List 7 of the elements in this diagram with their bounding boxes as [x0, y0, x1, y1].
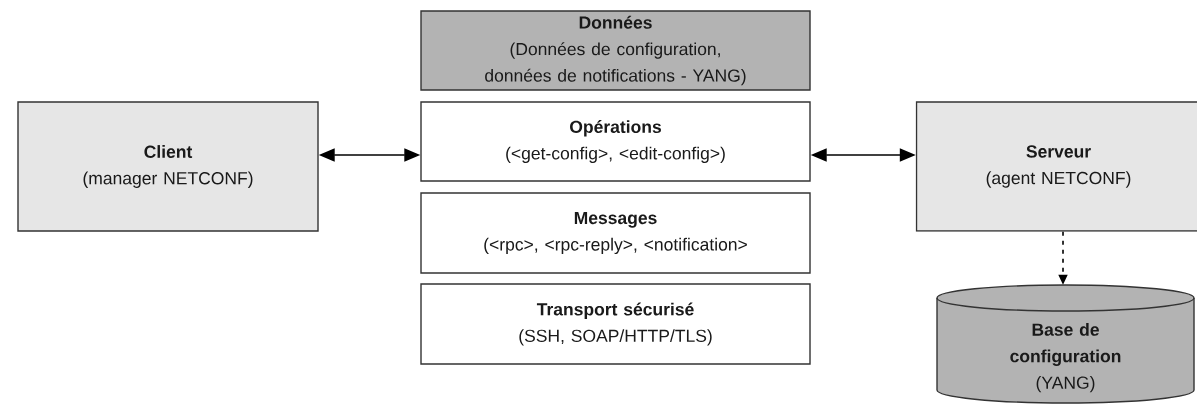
entity-box: Serveur (agent NETCONF) [915, 101, 1197, 232]
entity-box: Client (manager NETCONF) [17, 101, 319, 232]
layer-box: Données (Données de configuration, données de notifications - YANG) [420, 10, 811, 91]
layer-box: Transport sécurisé (SSH, SOAP/HTTP/TLS) [420, 283, 811, 365]
layer-box: Opérations (<get-config>, <edit-config>) [420, 101, 811, 182]
layer-box: Messages (<rpc>, <rpc-reply>, <notification> [420, 192, 811, 274]
database-cylinder: Base de configuration (YANG) [936, 284, 1195, 404]
